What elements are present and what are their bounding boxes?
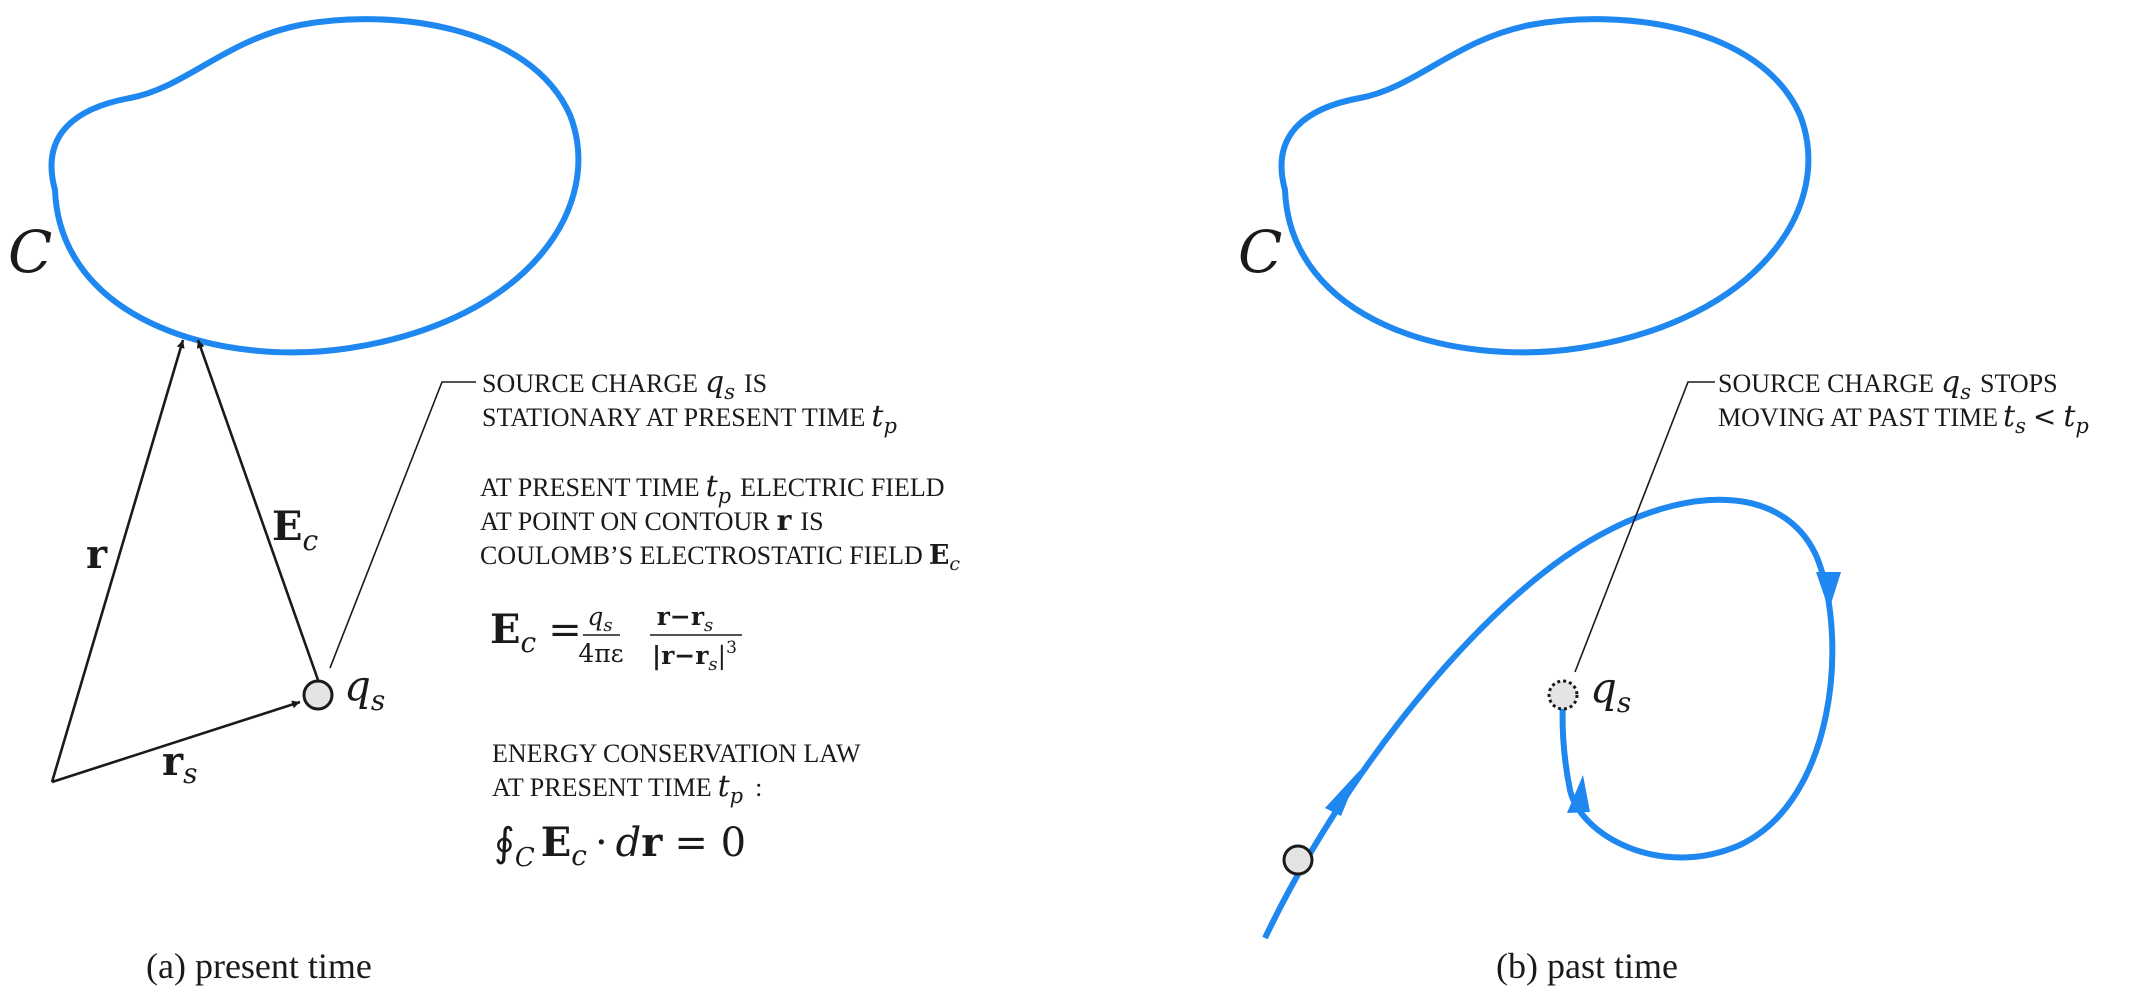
vector-rs <box>51 700 301 784</box>
svg-text:4πε: 4πε <box>578 639 623 668</box>
svg-text:∮CEc·dr= 0: ∮CEc·dr= 0 <box>494 819 746 873</box>
leader-line-b <box>1574 381 1715 673</box>
caption-a: (a) present time <box>146 946 372 986</box>
svg-text:qs: qs <box>587 602 612 636</box>
label-qs-a: qs <box>344 661 385 717</box>
trajectory-arrow-3 <box>1567 775 1590 813</box>
svg-text:Ec=: Ec= <box>490 606 582 659</box>
leader-line-a <box>329 381 476 669</box>
coulomb-formula: Ec= qs 4πε r−rs |r−rs|3 <box>490 602 742 675</box>
label-rs: rs <box>162 738 197 790</box>
svg-text:r−rs: r−rs <box>657 602 714 636</box>
source-charge-a <box>302 679 334 711</box>
trajectory-arrow-1 <box>1325 770 1360 816</box>
charge-trajectory <box>1262 496 1836 940</box>
svg-text:ENERGY CONSERVATION LAW: ENERGY CONSERVATION LAW <box>492 739 861 768</box>
contour-c-a <box>48 16 582 356</box>
contour-label-b: C <box>1238 218 1282 286</box>
label-ec: Ec <box>272 503 319 557</box>
vector-ec <box>196 339 320 681</box>
contour-c-b <box>1278 16 1812 356</box>
svg-text:|r−rs|3: |r−rs|3 <box>652 638 737 675</box>
label-qs-b: qs <box>1590 663 1631 719</box>
contour-label-a: C <box>8 218 52 286</box>
charge-past-position <box>1282 844 1314 876</box>
caption-b: (b) past time <box>1496 946 1678 986</box>
source-charge-b <box>1547 679 1579 711</box>
trajectory-arrow-2 <box>1816 572 1841 610</box>
label-r: r <box>86 531 108 578</box>
vector-r <box>50 339 185 783</box>
